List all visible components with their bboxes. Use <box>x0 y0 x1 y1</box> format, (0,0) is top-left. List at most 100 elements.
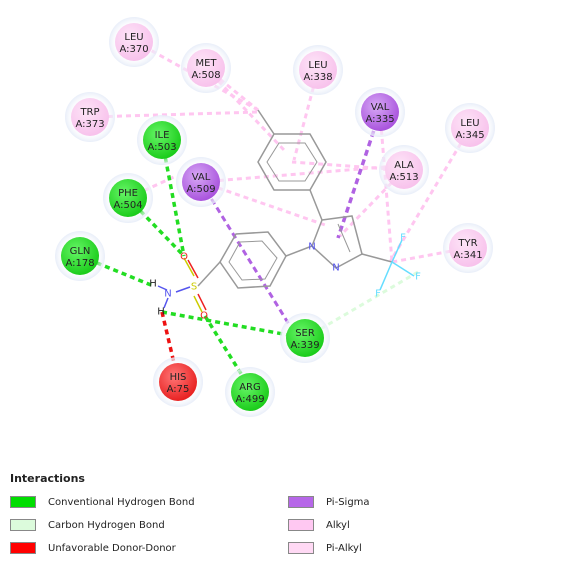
legend-swatch <box>288 496 314 508</box>
legend-item-conventional-hbond: Conventional Hydrogen Bond <box>10 494 195 510</box>
residue-name: MET <box>195 58 217 69</box>
residue-circle <box>451 109 489 147</box>
atom-n-pyrazole-2: N <box>332 263 339 274</box>
residue-name: LEU <box>124 32 143 43</box>
residue-circle <box>187 49 225 87</box>
legend-item-unfavorable-donor-donor: Unfavorable Donor-Donor <box>10 540 176 556</box>
atom-o-top: O <box>180 252 188 263</box>
alkyl-line-val509 <box>200 164 397 184</box>
residue-name: LEU <box>460 118 479 129</box>
residue-circle <box>159 363 197 401</box>
residue-number: A:373 <box>75 119 104 130</box>
legend-swatch <box>10 542 36 554</box>
legend-item-pi-alkyl: Pi-Alkyl <box>288 540 362 556</box>
atom-s: S <box>191 282 197 293</box>
residue-number: A:341 <box>453 250 482 261</box>
residue-circle <box>109 179 147 217</box>
residue-number: A:513 <box>389 172 418 183</box>
residue-name: ILE <box>155 130 170 141</box>
residue-number: A:345 <box>455 130 484 141</box>
legend-label: Unfavorable Donor-Donor <box>48 542 176 554</box>
residue-circle <box>143 121 181 159</box>
residue-number: A:370 <box>119 44 148 55</box>
atom-n-amine: N <box>164 289 171 300</box>
residue-circle <box>449 229 487 267</box>
legend-swatch <box>288 519 314 531</box>
residue-name: VAL <box>192 172 211 183</box>
legend-swatch <box>288 542 314 554</box>
residue-name: ARG <box>239 382 261 393</box>
legend-label: Conventional Hydrogen Bond <box>48 496 195 508</box>
residue-number: A:504 <box>113 200 142 211</box>
legend-swatch <box>10 496 36 508</box>
residue-number: A:335 <box>365 114 394 125</box>
legend-label: Alkyl <box>326 519 350 531</box>
residue-name: ALA <box>394 160 414 171</box>
atom-f-2: F <box>415 272 421 283</box>
residue-circle <box>115 23 153 61</box>
residue-circle <box>61 237 99 275</box>
residue-number: A:503 <box>147 142 176 153</box>
residue-number: A:509 <box>186 184 215 195</box>
residue-name: GLN <box>70 246 91 257</box>
legend: Interactions Conventional Hydrogen Bond … <box>10 470 560 566</box>
atom-h-2: H <box>157 307 165 318</box>
residue-circle <box>231 373 269 411</box>
atom-h-1: H <box>149 279 157 290</box>
atom-o-bottom: O <box>200 311 208 322</box>
residue-number: A:178 <box>65 258 94 269</box>
alkyl-line-leu338 <box>292 69 320 161</box>
ligand-structure <box>157 109 415 313</box>
legend-label: Pi-Alkyl <box>326 542 362 554</box>
legend-label: Pi-Sigma <box>326 496 370 508</box>
residue-number: A:508 <box>191 70 220 81</box>
legend-label: Carbon Hydrogen Bond <box>48 519 165 531</box>
residue-name: PHE <box>118 188 138 199</box>
residue-circle <box>385 151 423 189</box>
legend-item-alkyl: Alkyl <box>288 517 350 533</box>
legend-title: Interactions <box>10 472 85 485</box>
residue-circle <box>299 51 337 89</box>
residue-circle <box>361 93 399 131</box>
legend-item-carbon-hbond: Carbon Hydrogen Bond <box>10 517 165 533</box>
atom-f-1: F <box>400 233 406 244</box>
atom-n-pyrazole-1: N <box>308 242 315 253</box>
residue-number: A:338 <box>303 72 332 83</box>
alkyl-line-trp373 <box>89 110 259 119</box>
atom-f-3: F <box>375 289 381 300</box>
residue-circle <box>286 319 324 357</box>
residue-name: LEU <box>308 60 327 71</box>
residue-number: A:75 <box>167 384 190 395</box>
residue-name: SER <box>295 328 315 339</box>
residue-name: TRP <box>79 107 99 118</box>
interaction-diagram: N N S O O N H H F F F LEUA:370META:508LE… <box>55 17 495 417</box>
atom-labels: N N S O O N H H F F F <box>149 233 421 322</box>
alkyl-line-ala513-b <box>338 168 406 238</box>
legend-item-pi-sigma: Pi-Sigma <box>288 494 370 510</box>
legend-swatch <box>10 519 36 531</box>
residue-name: TYR <box>457 238 477 249</box>
pisigma-line-val509 <box>199 181 292 327</box>
alkyl-line-leu345 <box>388 127 472 263</box>
residue-number: A:339 <box>290 340 319 351</box>
residue-number: A:499 <box>235 394 264 405</box>
residue-circle <box>71 98 109 136</box>
residue-name: HIS <box>170 372 187 383</box>
residue-circle <box>182 163 220 201</box>
residue-name: VAL <box>371 102 390 113</box>
